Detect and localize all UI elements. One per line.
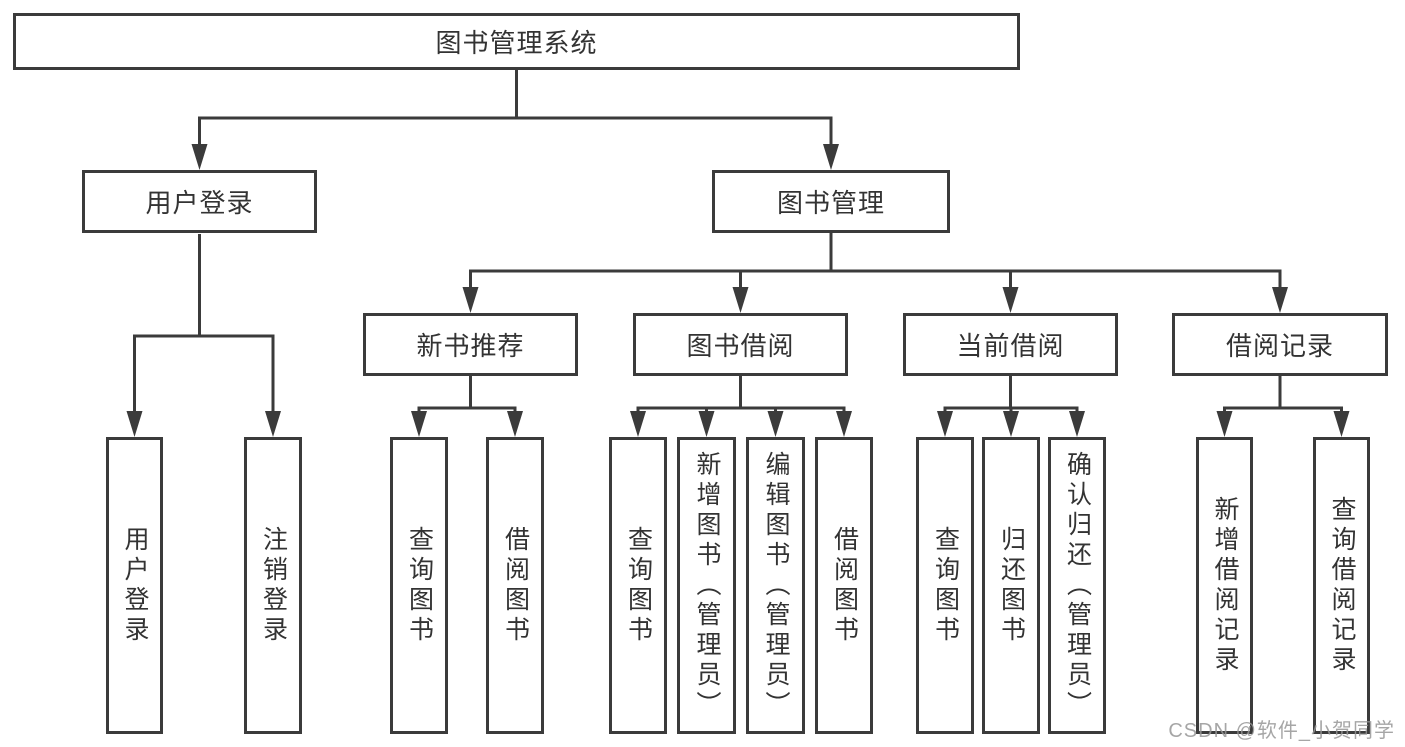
leaf-user-login: 用户登录 (106, 437, 163, 734)
leaf-confirm-return-admin: 确认归还（管理员） (1048, 437, 1106, 734)
leaf-query-borrow-record: 查询借阅记录 (1313, 437, 1370, 734)
node-book-management: 图书管理 (712, 170, 950, 233)
node-book-borrowing: 图书借阅 (633, 313, 848, 376)
node-borrowing-records: 借阅记录 (1172, 313, 1388, 376)
node-user-login: 用户登录 (82, 170, 317, 233)
leaf-edit-book-admin: 编辑图书（管理员） (746, 437, 805, 734)
leaf-return-book: 归还图书 (982, 437, 1040, 734)
leaf-borrow-books-2: 借阅图书 (815, 437, 873, 734)
leaf-query-books-1: 查询图书 (390, 437, 448, 734)
node-current-borrowing: 当前借阅 (903, 313, 1118, 376)
leaf-query-books-2: 查询图书 (609, 437, 667, 734)
watermark: CSDN @软件_小贺同学 (1168, 720, 1395, 742)
leaf-query-books-3: 查询图书 (916, 437, 974, 734)
leaf-logout: 注销登录 (244, 437, 302, 734)
leaf-add-borrow-record: 新增借阅记录 (1196, 437, 1253, 734)
node-library-system: 图书管理系统 (13, 13, 1020, 70)
leaf-add-book-admin: 新增图书（管理员） (677, 437, 736, 734)
leaf-borrow-books-1: 借阅图书 (486, 437, 544, 734)
node-new-book-recommend: 新书推荐 (363, 313, 578, 376)
